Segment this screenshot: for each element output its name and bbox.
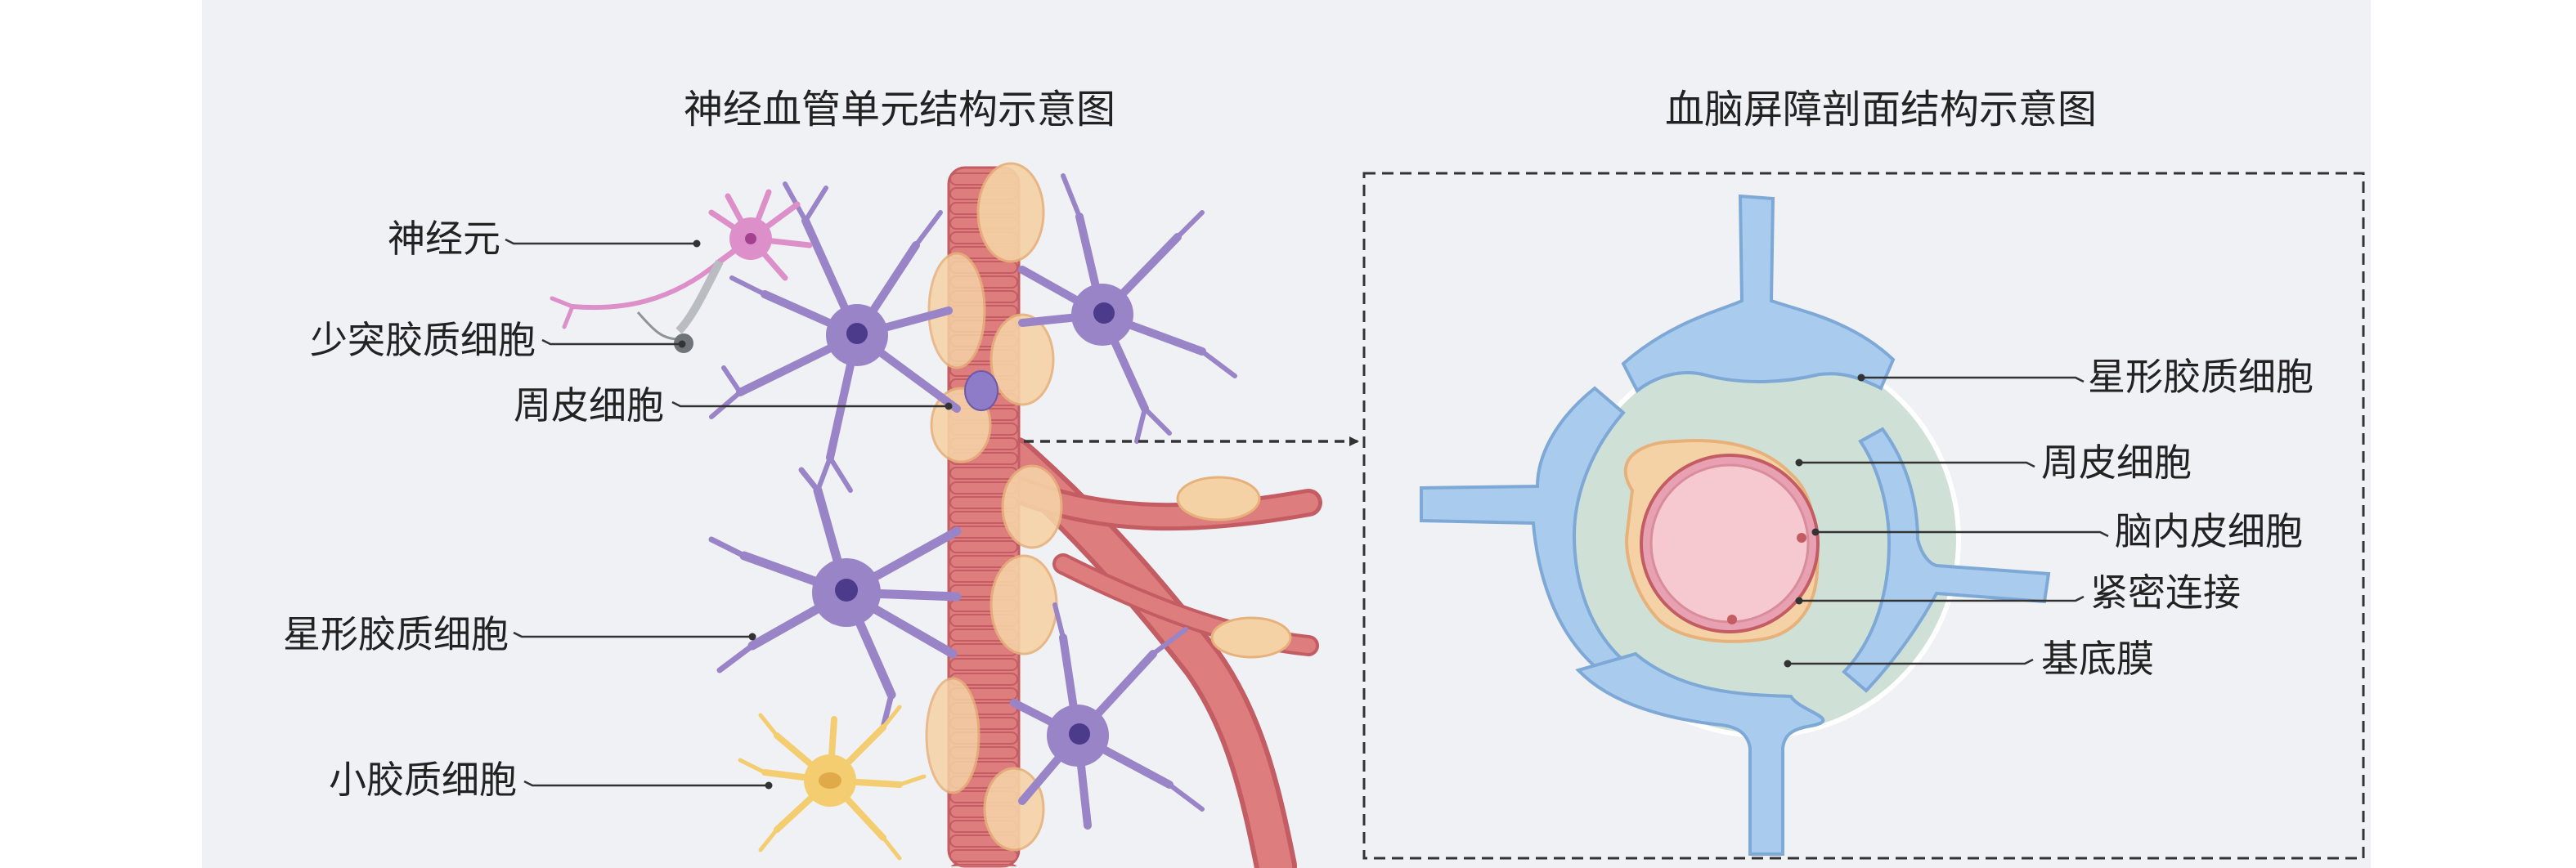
bbb-cross-section [1420, 194, 2051, 856]
left-label-astrocyte: 星形胶质细胞 [283, 612, 756, 656]
figure-background [202, 0, 2371, 868]
right-label-pericyte: 周皮细胞 [1795, 441, 2192, 485]
vessel-ring-segment [949, 540, 1018, 553]
vessel-lumen [1649, 463, 1810, 624]
branch-vessel [993, 436, 1322, 868]
left-label-neuron: 神经元 [388, 217, 701, 261]
leader-microglia [523, 780, 767, 787]
leader-dot-r-basement-membrane [1784, 660, 1792, 668]
leader-r-astrocyte [1863, 376, 2085, 383]
leader-dot-microglia [765, 781, 773, 790]
leader-r-pericyte [1801, 461, 2035, 468]
astrocyte-lower-left [708, 467, 962, 731]
leader-dot-astrocyte [748, 633, 756, 641]
astrocyte-upper-left [709, 181, 961, 493]
label-r-basement-membrane: 基底膜 [2041, 637, 2154, 681]
astrocyte-endfeet [1420, 194, 2051, 856]
leader-dot-r-astrocyte [1857, 374, 1865, 382]
label-r-astrocyte: 星形胶质细胞 [2088, 355, 2313, 399]
leader-dot-pericyte [945, 402, 953, 410]
label-pericyte: 周皮细胞 [514, 383, 664, 427]
leader-pericyte [671, 400, 947, 408]
leader-r-tight-junction [1801, 595, 2085, 602]
left-label-oligodendrocyte: 少突胶质细胞 [310, 318, 686, 362]
right-panel-title: 血脑屏障剖面结构示意图 [1665, 87, 2097, 132]
right-label-astrocyte: 星形胶质细胞 [1857, 355, 2313, 399]
label-neuron: 神经元 [388, 217, 500, 261]
leader-astrocyte [513, 631, 751, 638]
tight-junction-mark [1797, 533, 1806, 543]
vessel-ring-segment [950, 864, 1017, 866]
leader-r-basement-membrane [1789, 658, 2034, 665]
astrocyte-lower-right [1010, 602, 1205, 830]
neurovascular-unit-illustration [550, 162, 1359, 868]
vessel-ring-segment [949, 467, 1018, 480]
vessel-pericytes [925, 162, 1292, 852]
label-r-endothelial: 脑内皮细胞 [2115, 509, 2303, 553]
right-label-basement-membrane: 基底膜 [1784, 637, 2154, 681]
leader-neuron [505, 238, 695, 245]
astrocyte-upper-right [1018, 173, 1237, 444]
leader-dot-r-pericyte [1795, 459, 1803, 467]
right-label-endothelial: 脑内皮细胞 [1811, 509, 2303, 553]
left-label-microglia: 小胶质细胞 [329, 758, 773, 802]
leader-r-endothelial [1817, 530, 2109, 538]
leader-dot-r-tight-junction [1795, 597, 1803, 605]
neuron [550, 189, 813, 329]
microglia [738, 705, 927, 861]
cross-section-frame [1362, 172, 2365, 860]
label-astrocyte: 星形胶质细胞 [283, 612, 509, 656]
label-r-pericyte: 周皮细胞 [2041, 441, 2192, 485]
label-oligodendrocyte: 少突胶质细胞 [310, 318, 536, 362]
right-label-tight-junction: 紧密连接 [1795, 570, 2241, 615]
leader-oligodendrocyte [541, 338, 680, 346]
leader-dot-r-endothelial [1811, 528, 1820, 536]
vessel-ring-segment [949, 658, 1018, 671]
leader-dot-oligodendrocyte [678, 340, 686, 348]
label-r-tight-junction: 紧密连接 [2090, 570, 2241, 615]
left-panel-title: 神经血管单元结构示意图 [684, 87, 1115, 132]
vessel-ring-segment [949, 849, 1018, 862]
tight-junction-mark [1727, 615, 1737, 624]
leader-dot-neuron [693, 239, 701, 248]
left-label-pericyte: 周皮细胞 [514, 383, 953, 427]
label-microglia: 小胶质细胞 [329, 758, 517, 802]
